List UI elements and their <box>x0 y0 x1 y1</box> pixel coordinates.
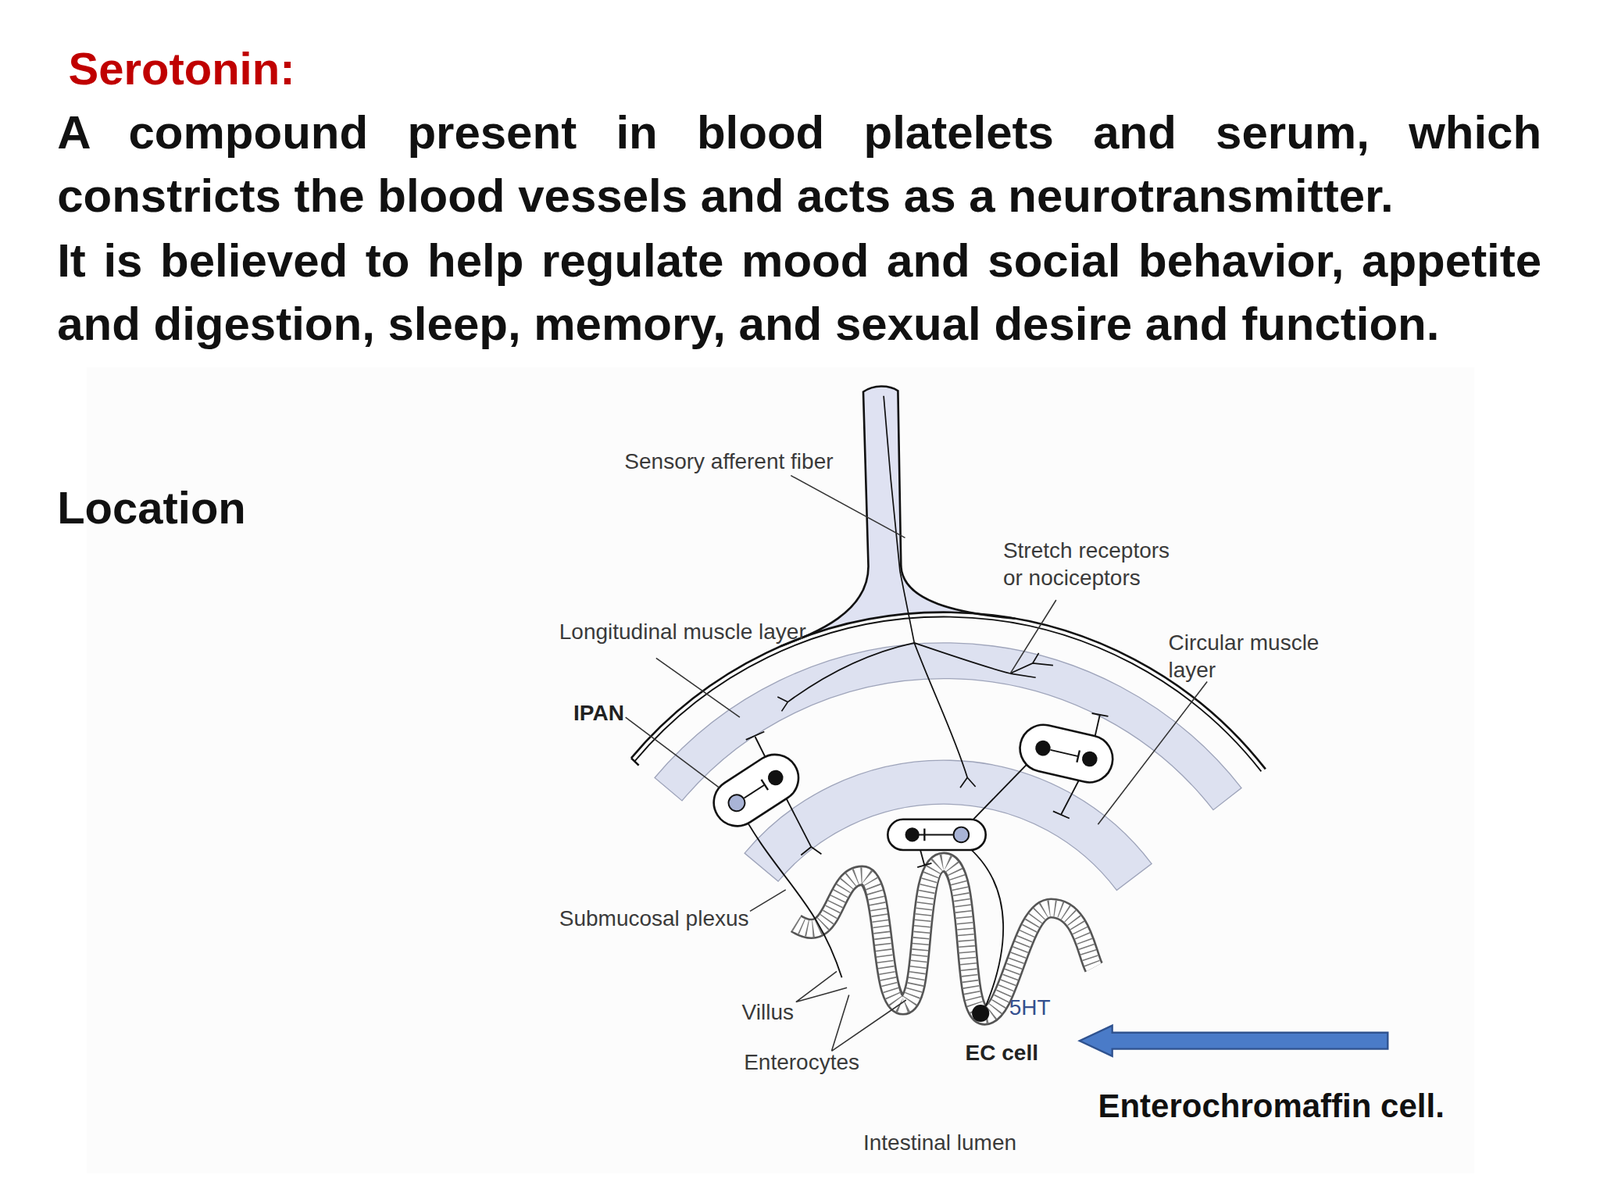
definition-text: A compound present in blood platelets an… <box>57 100 1542 228</box>
enterocyte-cells <box>796 862 1094 1016</box>
villi <box>796 862 1094 1016</box>
nerve-ending <box>800 846 822 855</box>
slide-title: Serotonin: <box>68 41 296 97</box>
callout-text: Enterochromaffin cell. <box>1097 1086 1444 1126</box>
leader-line <box>790 475 905 539</box>
synapse-bar <box>746 731 765 740</box>
nerve-ending <box>1010 653 1054 678</box>
neuron-capsule <box>704 745 808 835</box>
part-label: IPAN <box>573 699 625 727</box>
myenteric-neuron-pair <box>1015 720 1118 788</box>
leader-lines <box>625 475 1208 1052</box>
fiber-outline <box>780 386 1015 647</box>
ipan-cell-body <box>725 791 749 815</box>
molecule-label: 5HT <box>1009 993 1051 1022</box>
part-label: Stretch receptors or nociceptors <box>1003 536 1185 592</box>
fiber-fill <box>780 386 1015 647</box>
leader-line <box>750 889 786 911</box>
villi-outline <box>796 862 1094 1016</box>
part-label: Submucosal plexus <box>559 904 750 933</box>
ipan-cell-body <box>953 827 970 843</box>
pointer-arrow <box>1079 1025 1388 1057</box>
leader-line <box>656 657 740 718</box>
axon-branch <box>787 642 915 703</box>
part-label: EC cell <box>965 1039 1039 1067</box>
synapse-bar <box>917 863 932 868</box>
part-label: Circular muscle layer <box>1168 628 1335 684</box>
synapse-bar <box>1053 810 1070 818</box>
neuron-cell-body <box>764 767 786 789</box>
neuron-cell-body <box>1080 750 1099 768</box>
serosa-end <box>631 757 640 765</box>
figure-background <box>86 367 1475 1174</box>
axon <box>883 396 915 643</box>
leader-line <box>1010 600 1057 674</box>
submucosal-neuron-pair <box>887 819 986 850</box>
synapse-bar <box>1076 750 1080 762</box>
ipan-process <box>736 803 843 978</box>
axon-branch <box>914 642 1011 674</box>
synapse-bar <box>923 828 925 842</box>
function-text: It is believed to help regulate mood and… <box>57 228 1542 356</box>
ec-cell-body <box>971 1004 990 1022</box>
synapse-bar <box>1092 713 1109 717</box>
ipan-neuron-pair <box>704 745 808 835</box>
leader-line <box>796 971 847 1002</box>
neuron-capsule <box>887 819 986 850</box>
part-label: Villus <box>742 998 794 1026</box>
section-heading: Location <box>57 480 247 536</box>
leader-line <box>1097 681 1208 825</box>
part-label: Intestinal lumen <box>863 1128 1017 1157</box>
neuron-process <box>963 842 1004 1007</box>
neuron-capsule <box>1015 720 1118 788</box>
part-label: Sensory afferent fiber <box>624 447 833 475</box>
neuron-cell-body <box>905 827 920 842</box>
nerve-ending <box>960 777 976 788</box>
axon-branch <box>914 642 968 778</box>
villi-fill <box>796 862 1094 1016</box>
nerve-ending <box>777 696 788 711</box>
synapse-line <box>1050 750 1079 757</box>
synapse-line <box>744 784 765 798</box>
part-label: Longitudinal muscle layer <box>559 617 807 646</box>
neuron-cell-body <box>1033 739 1052 758</box>
synapse-bar <box>761 779 769 790</box>
part-label: Enterocytes <box>743 1048 860 1076</box>
leader-line <box>625 717 720 788</box>
leader-line <box>831 994 906 1051</box>
